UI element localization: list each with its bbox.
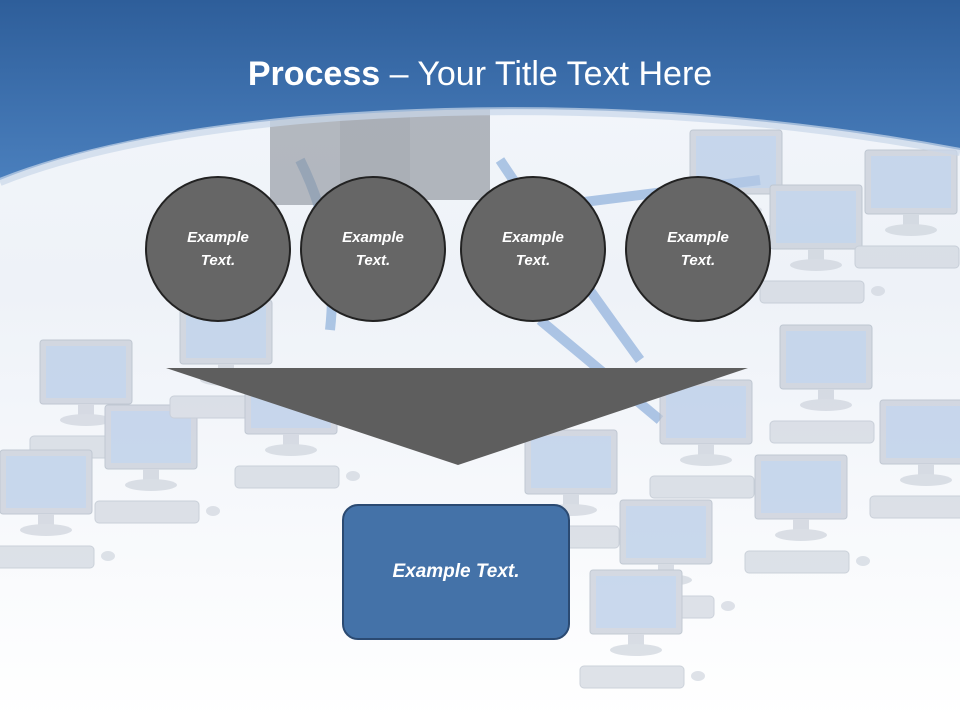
title-rest: – Your Title Text Here [380,55,713,93]
header-arc [0,107,960,186]
slide-title: Process – Your Title Text Here [0,52,960,96]
result-box: Example Text. [342,504,570,640]
title-bold: Process [247,55,381,93]
result-label: Example Text. [392,561,520,582]
header-band [0,0,960,180]
